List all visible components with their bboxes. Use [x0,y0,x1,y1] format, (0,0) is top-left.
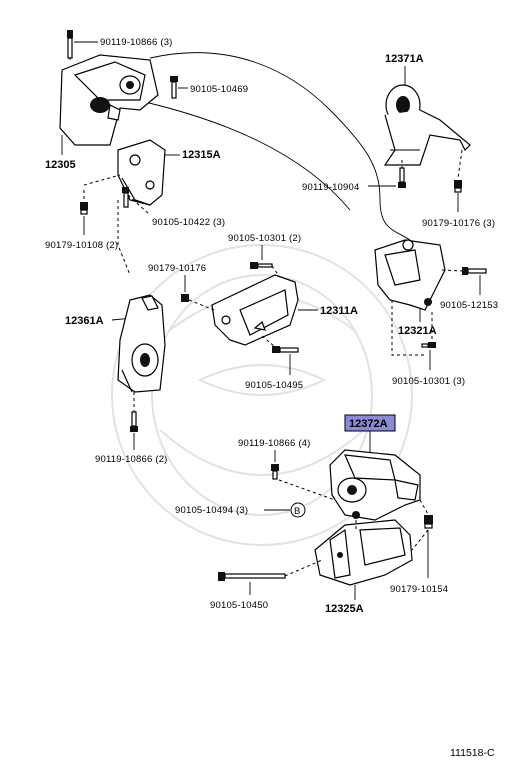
part-12315A[interactable] [117,139,166,206]
part-12321A[interactable] [374,239,446,311]
bolt-90105-10422[interactable] [122,187,129,208]
label-90119-10904: 90119-10904 [302,182,360,193]
illustration-code: 111518-C [450,747,495,759]
label-12372A-box[interactable]: 12372A [344,414,396,432]
label-90105-10422-3: 90105-10422 (3) [152,217,225,228]
label-B: B [294,506,301,517]
label-90105-10301-2: 90105-10301 (2) [228,233,301,244]
label-90119-10866-3: 90119-10866 (3) [100,37,173,48]
part-12372A[interactable] [329,449,421,521]
bolt-90119-10866-top[interactable] [67,30,73,60]
label-12311A: 12311A [320,305,358,317]
bolt-90105-10495[interactable] [272,346,299,353]
bolt-90119-10866-left[interactable] [130,411,138,432]
nut-90179-10176-center[interactable] [181,294,189,302]
part-12371A[interactable] [383,84,471,166]
label-12372A: 12372A [349,418,388,430]
part-12361A[interactable] [117,294,166,393]
label-12315A: 12315A [182,149,221,161]
label-90105-10494-3: 90105-10494 (3) [175,505,248,516]
bolt-90119-10866-center[interactable] [271,464,279,480]
label-90179-10154: 90179-10154 [390,584,448,595]
part-12305[interactable] [59,54,159,146]
part-12311A[interactable] [211,274,299,346]
label-12305: 12305 [45,159,76,171]
bolt-90105-10450[interactable] [218,572,286,581]
label-90179-10176: 90179-10176 [148,263,206,274]
label-90105-12153: 90105-12153 [440,300,498,311]
label-90179-10108-2: 90179-10108 (2) [45,240,118,251]
bolt-90119-10904[interactable] [398,167,406,188]
label-90119-10866-2: 90119-10866 (2) [95,454,168,465]
label-90119-10866-4: 90119-10866 (4) [238,438,311,449]
outline-curve-1 [149,52,411,241]
label-90179-10176-3: 90179-10176 (3) [422,218,495,229]
label-12321A: 12321A [398,325,437,337]
outline-curve-2 [144,101,351,211]
part-12325A[interactable] [314,519,413,586]
label-90105-10495: 90105-10495 [245,380,303,391]
label-90105-10450: 90105-10450 [210,600,268,611]
label-90105-10301-3: 90105-10301 (3) [392,376,465,387]
marker-B: B [290,502,306,518]
label-12371A: 12371A [385,53,424,65]
label-90105-10469: 90105-10469 [190,84,248,95]
bolt-90105-12153[interactable] [462,267,487,275]
bolt-90105-10301-right[interactable] [421,342,436,348]
label-12325A: 12325A [325,603,364,615]
label-12361A: 12361A [65,315,104,327]
bolt-90105-10301-center[interactable] [250,262,273,269]
nut-90179-10154[interactable] [424,515,433,529]
nut-90179-10176-right[interactable] [454,180,462,193]
nut-90179-10108[interactable] [80,202,88,215]
bolt-90105-10469[interactable] [170,76,178,99]
